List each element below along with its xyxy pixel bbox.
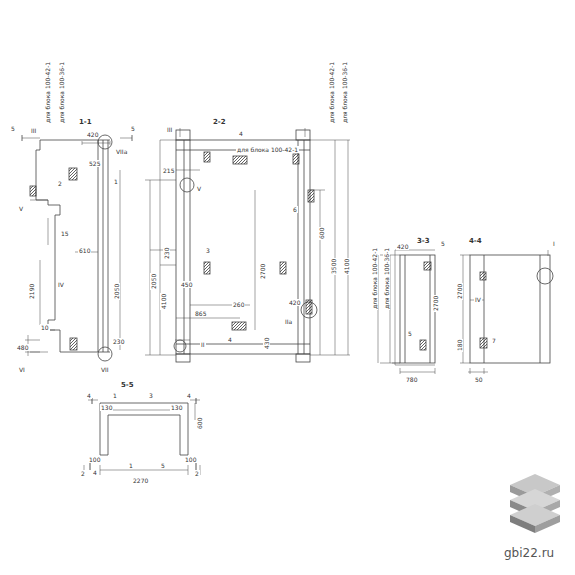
dimension-label: 2700 [456, 283, 463, 300]
section-1-1 [22, 135, 132, 361]
dimension-label: 2190 [28, 283, 35, 300]
dimension-label: 1 [113, 178, 119, 185]
dimension-label: 865 [194, 310, 207, 317]
dimension-label: 5 [10, 125, 16, 132]
dimension-label: для блока 100-42-1 [328, 61, 335, 124]
dimension-label: 3500 [330, 258, 337, 275]
section-title: 5-5 [120, 382, 135, 389]
dimension-label: 1 [128, 462, 134, 469]
dimension-label: III [30, 127, 37, 134]
dimension-label: 5 [440, 240, 446, 247]
dimension-label: 230 [112, 338, 125, 345]
dimension-label: 2 [80, 470, 86, 477]
dimension-label: 600 [318, 227, 325, 240]
section-title: 3-3 [416, 238, 431, 245]
dimension-label: 2700 [432, 295, 439, 312]
section-title: 4-4 [468, 238, 483, 245]
dimension-label: для блока 100-42-1 [236, 146, 299, 153]
dimension-label: 3 [148, 392, 154, 399]
dimension-label: 525 [88, 160, 101, 167]
dimension-label: IV [474, 296, 482, 303]
dimension-label: для блока 100-36-1 [341, 61, 348, 124]
dimension-label: 4 [86, 392, 92, 399]
dimension-label: 5 [407, 330, 413, 337]
dimension-label: VI [18, 366, 26, 373]
dimension-label: 420 [86, 131, 99, 138]
dimension-label: IIa [284, 318, 293, 325]
dimension-label: 4 [227, 336, 233, 343]
dimension-label: 1 [112, 392, 118, 399]
dimension-label: I [552, 240, 556, 247]
dimension-label: 420 [288, 299, 301, 306]
dimension-label: 15 [60, 230, 70, 237]
dimension-label: 2700 [259, 263, 266, 280]
dimension-label: 610 [78, 247, 91, 254]
dimension-label: II [200, 341, 206, 348]
dimension-label: 50 [474, 376, 484, 383]
dimension-label: 450 [180, 281, 193, 288]
dimension-label: для блока 100-36-1 [383, 247, 390, 310]
section-5-5 [84, 398, 200, 475]
dimension-label: III [166, 126, 173, 133]
dimension-label: 4100 [343, 258, 350, 275]
dimension-label: 260 [232, 301, 245, 308]
dimension-label: 2050 [150, 273, 157, 290]
dimension-label: 2050 [113, 283, 120, 300]
dimension-label: IV [57, 281, 65, 288]
dimension-label: для блока 100-36-1 [58, 61, 65, 124]
dimension-label: 4 [186, 392, 192, 399]
dimension-label: 3 [205, 247, 211, 254]
dimension-label: 4100 [160, 293, 167, 310]
dimension-label: 6 [292, 206, 298, 213]
dimension-label: 600 [196, 417, 203, 430]
dimension-label: для блока 100-42-1 [371, 247, 378, 310]
dimension-label: 180 [456, 339, 463, 352]
dimension-label: V [18, 205, 24, 212]
dimension-label: 780 [405, 376, 418, 383]
section-title: 1-1 [78, 119, 93, 126]
dimension-label: VIIa [115, 148, 128, 155]
dimension-label: 4 [92, 469, 98, 476]
section-2-2 [145, 128, 350, 362]
dimension-label: 430 [263, 337, 270, 350]
dimension-label: 2 [57, 180, 63, 187]
dimension-label: 5 [130, 125, 136, 132]
dimension-label: 10 [40, 324, 50, 331]
dimension-label: 130 [100, 404, 113, 411]
watermark: gbi22.ru [503, 546, 555, 560]
section-title: 2-2 [212, 119, 227, 126]
dimension-label: 420 [396, 243, 409, 250]
dimension-label: 2270 [132, 477, 149, 484]
dimension-label: 100 [88, 456, 101, 463]
dimension-label: V [196, 185, 202, 192]
dimension-label: VII [100, 366, 110, 373]
dimension-label: 4 [238, 130, 244, 137]
dimension-label: 5 [160, 462, 166, 469]
logo-icon [510, 474, 560, 533]
dimension-label: для блока 100-42-1 [44, 61, 51, 124]
dimension-label: 130 [170, 404, 183, 411]
dimension-label: 7 [491, 337, 497, 344]
dimension-label: 100 [184, 456, 197, 463]
section-4-4 [460, 250, 553, 374]
dimension-label: 215 [162, 167, 175, 174]
dimension-label: 230 [163, 247, 170, 260]
dimension-label: 2 [194, 470, 200, 477]
dimension-label: 480 [16, 344, 29, 351]
